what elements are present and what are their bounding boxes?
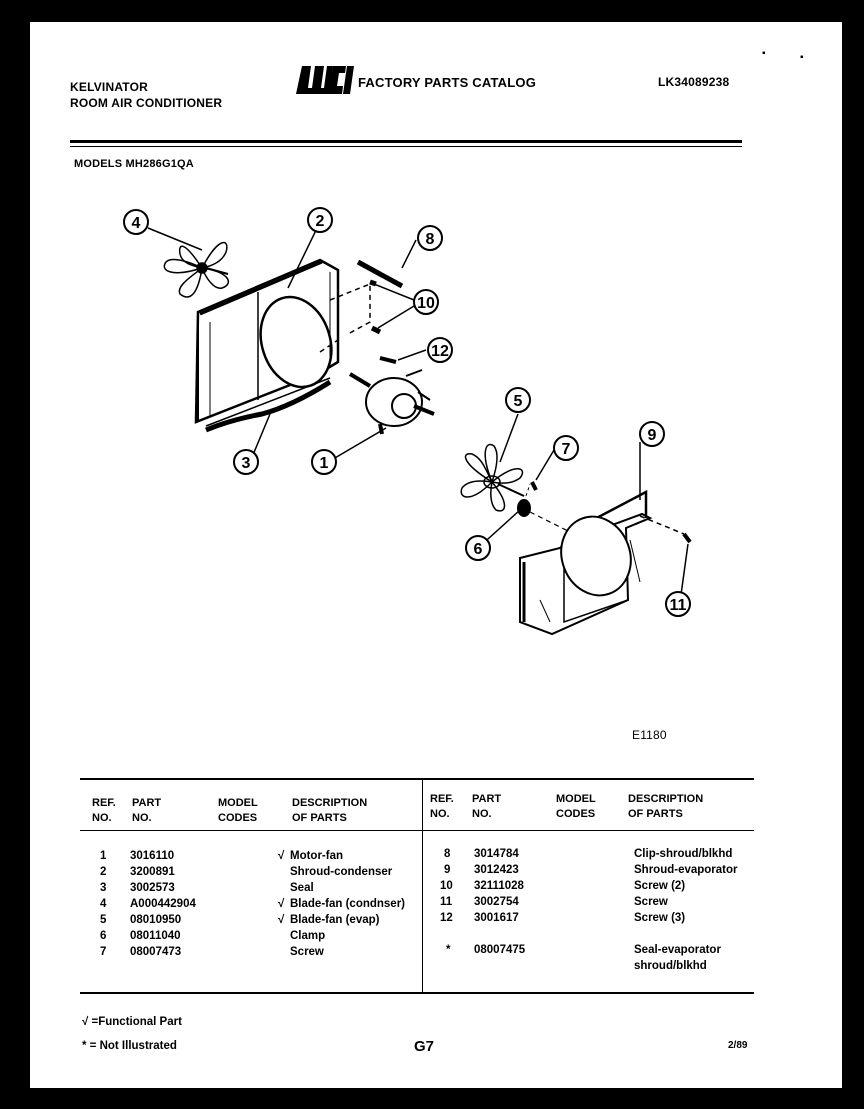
brand-name: KELVINATOR	[70, 80, 149, 94]
callout-7: 7	[562, 441, 571, 458]
callout-10: 10	[417, 295, 435, 312]
col-desc-right: DESCRIPTION OF PARTS	[628, 793, 704, 820]
motor-fan-part	[348, 369, 435, 435]
shroud-evaporator-part	[519, 489, 653, 636]
shroud-condenser-part	[194, 258, 340, 424]
col-model-right: MODEL CODES	[556, 793, 596, 820]
catalog-page: KELVINATOR ROOM AIR CONDITIONER FACTORY …	[30, 22, 842, 1088]
callout-3: 3	[242, 455, 251, 472]
seal-part	[205, 379, 332, 433]
blade-condenser-part	[163, 242, 230, 298]
col-ref-left: REF. NO.	[92, 797, 116, 824]
revision-date: 2/89	[728, 1040, 748, 1051]
blade-evap-part	[460, 443, 525, 512]
page-number: G7	[414, 1038, 435, 1055]
wci-logo	[296, 66, 354, 94]
callout-12: 12	[431, 343, 449, 360]
callout-4: 4	[132, 215, 141, 232]
col-model-left: MODEL CODES	[218, 797, 258, 824]
col-part-left: PART NO.	[132, 797, 162, 824]
callout-1: 1	[320, 455, 329, 472]
callout-5: 5	[514, 393, 523, 410]
table-rule-header	[80, 830, 754, 831]
header-rule-top	[70, 140, 742, 143]
callout-8: 8	[426, 231, 435, 248]
callout-2: 2	[316, 213, 325, 230]
exploded-diagram: 4 2 8 10 12 5 7 9 6 11 1 3	[123, 207, 692, 636]
table-divider	[422, 780, 423, 994]
diagram-code: E1180	[632, 728, 667, 742]
col-part-right: PART NO.	[472, 793, 502, 820]
col-ref-right: REF. NO.	[430, 793, 454, 820]
product-type: ROOM AIR CONDITIONER	[70, 96, 223, 110]
callout-9: 9	[648, 427, 657, 444]
catalog-number: LK34089238	[658, 75, 730, 89]
table-rule-bottom	[80, 992, 754, 994]
scan-speck: ▪	[762, 48, 766, 59]
header-rule-bottom	[70, 146, 742, 147]
scan-speck: ▪	[800, 52, 804, 63]
table-rule-top	[80, 778, 754, 780]
callout-11: 11	[670, 597, 687, 614]
col-desc-left: DESCRIPTION OF PARTS	[292, 797, 368, 824]
models-line: MODELS MH286G1QA	[74, 158, 194, 170]
legend-not-illustrated: * = Not Illustrated	[82, 1040, 177, 1052]
catalog-title: FACTORY PARTS CATALOG	[358, 75, 537, 90]
callout-6: 6	[474, 541, 483, 558]
legend-functional: √ =Functional Part	[82, 1016, 182, 1028]
clip-part	[356, 259, 404, 289]
